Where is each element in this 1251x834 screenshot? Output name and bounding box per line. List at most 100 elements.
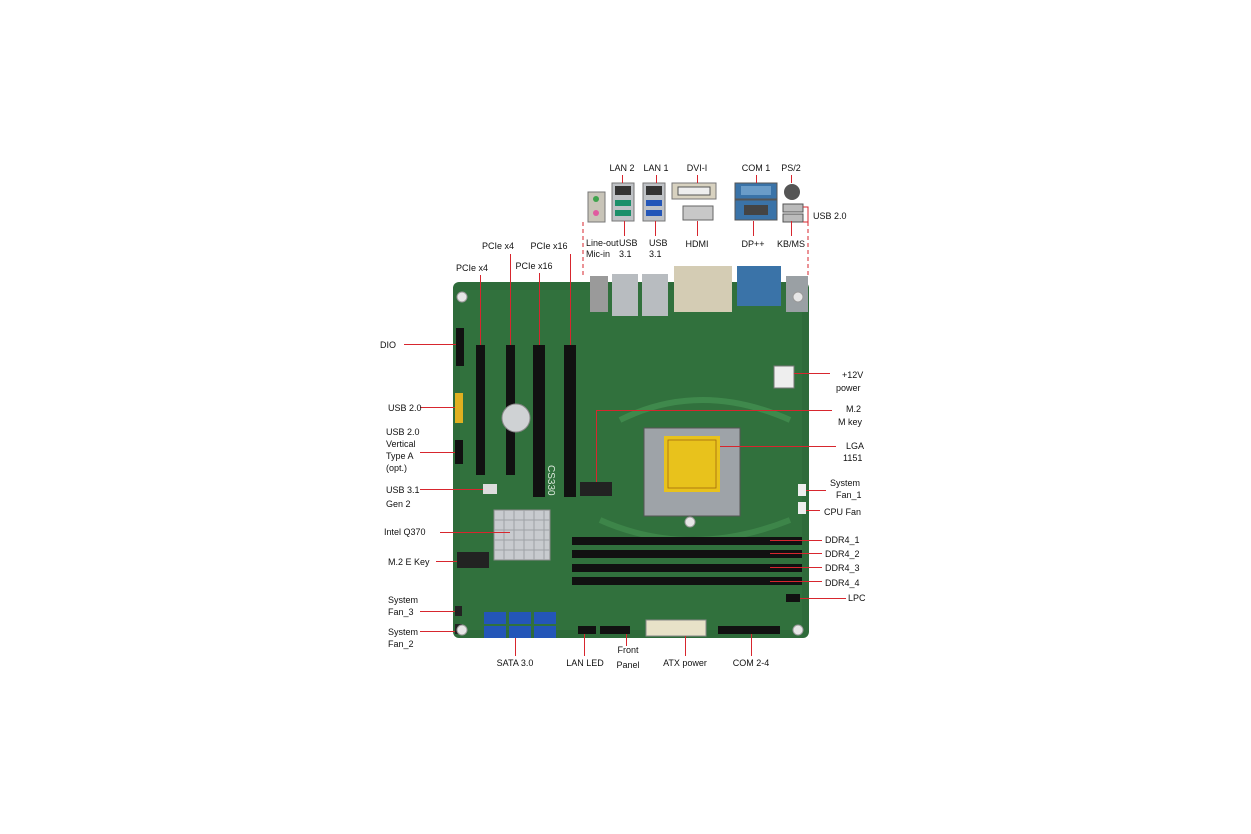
leader-dio [404,344,456,345]
label-dvi: DVI-I [686,163,708,173]
leader-lan2 [622,175,623,183]
leader-ddr4 [770,581,822,582]
label-pcie4-a: PCIe x4 [455,263,488,273]
label-lpc: LPC [848,593,866,603]
leader-sysfan3 [420,611,455,612]
leader-usb20-vertical [420,452,455,453]
label-micin: Mic-in [586,249,610,259]
label-ps2: PS/2 [781,163,801,173]
usb20-header [455,393,463,423]
rear-io-thumbnails [587,182,804,223]
lan-led-header [578,626,596,634]
chipset-heatsink [493,509,551,561]
label-m2m-1: M.2 [846,404,862,414]
leader-ddr3 [770,567,822,568]
m2-e-key-slot [457,552,489,568]
leader-pcie16-b [570,254,571,345]
label-dp: DP++ [741,239,765,249]
label-12v-1: +12V [842,370,864,380]
label-usb31-a: USB [619,238,638,248]
12v-power-connector [773,365,795,389]
leader-frontpanel [626,634,627,646]
leader-hdmi [697,221,698,236]
label-hdmi: HDMI [685,239,709,249]
leader-com24 [751,634,752,656]
label-atx: ATX power [663,658,707,668]
label-lineout: Line-out [586,238,619,248]
system-fan1-header [798,484,806,496]
m2-m-key-slot [580,482,612,496]
leader-ps2 [791,175,792,183]
label-usb31g2-1: USB 3.1 [386,485,420,495]
label-usb20-vertical-4: (opt.) [386,463,408,473]
board-model-text: CS330 [545,465,556,496]
leader-lanled [584,634,585,656]
label-sata: SATA 3.0 [496,658,534,668]
leader-sysfan1 [806,490,826,491]
cpu-socket [643,427,741,517]
sata-ports [484,612,556,638]
leader-usb31g2 [420,489,483,490]
label-usb20-vertical-1: USB 2.0 [386,427,420,437]
leader-lga [720,446,836,447]
label-sysfan3-1: System [388,595,419,605]
label-m2m-2: M key [838,417,863,427]
usb20-rear-bracket [803,206,809,223]
label-usb31-b: USB [649,238,668,248]
label-12v-2: power [836,383,861,393]
label-lga-1: LGA [846,441,865,451]
label-cpufan: CPU Fan [824,507,862,517]
label-usb20-rear: USB 2.0 [813,211,847,221]
leader-ddr1 [770,540,822,541]
leader-lan1 [656,175,657,183]
label-lanled: LAN LED [566,658,604,668]
front-panel-header [600,626,630,634]
mounting-holes [456,291,804,636]
label-sysfan1-1: System [830,478,861,488]
label-usb31-b2: 3.1 [649,249,662,259]
usb20-vertical [455,440,463,464]
label-sysfan1-2: Fan_1 [836,490,862,500]
label-sysfan2-1: System [388,627,419,637]
leader-dp [753,221,754,236]
usb31g2-header [483,484,497,494]
cmos-battery [501,403,531,433]
label-ddr4: DDR4_4 [825,578,860,588]
label-pcie4-b: PCIe x4 [481,241,514,251]
leader-12v [794,373,830,374]
leader-kbms [791,221,792,236]
leader-chipset [440,532,510,533]
label-com24: COM 2-4 [732,658,770,668]
leader-com1 [756,175,757,183]
label-lan2: LAN 2 [609,163,635,173]
label-front-1: Front [617,645,639,655]
label-pcie16-b: PCIe x16 [530,241,568,251]
label-com1: COM 1 [741,163,771,173]
label-front-2: Panel [616,660,640,670]
leader-usb31-a [624,221,625,236]
label-sysfan2-2: Fan_2 [388,639,414,649]
label-ddr3: DDR4_3 [825,563,860,573]
leader-pcie4-b [510,254,511,345]
atx-power-connector [645,619,707,637]
leader-m2m [596,410,832,411]
label-sysfan3-2: Fan_3 [388,607,414,617]
label-dio: DIO [380,340,397,350]
leader-m2e [436,561,457,562]
system-fan3-header [455,606,462,616]
label-kbms: KB/MS [776,239,805,249]
label-lan1: LAN 1 [643,163,669,173]
leader-sysfan2 [420,631,455,632]
leader-cpufan [806,510,820,511]
label-usb31g2-2: Gen 2 [386,499,411,509]
leader-lpc [800,598,846,599]
com24-headers [718,626,780,634]
label-lga-2: 1151 [843,453,863,463]
lpc-header [786,594,800,602]
leader-m2m-vertical [596,410,597,482]
cpu-fan-header [798,502,806,514]
leader-pcie4-a [480,275,481,345]
label-usb31-a2: 3.1 [619,249,632,259]
